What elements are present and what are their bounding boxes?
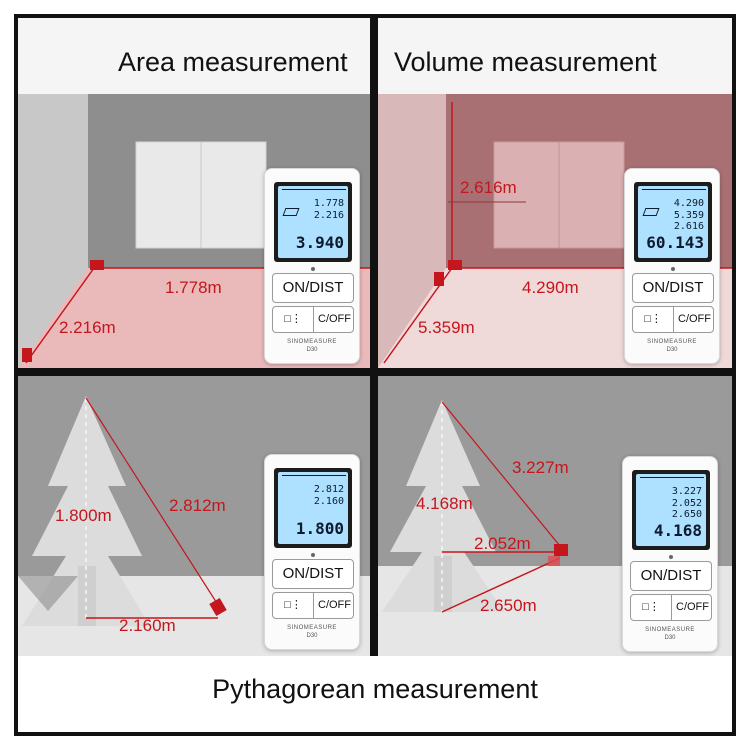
pyth1-display-main: 1.800 (295, 519, 344, 538)
volume-mode-icon: □⋮ (633, 307, 674, 332)
pyth1-display-row2: 2.160 (313, 496, 344, 507)
pyth1-hyp-label: 2.812m (169, 496, 226, 515)
pyth2-c-off-button: C/OFF (676, 601, 709, 613)
volume-shape-icon (642, 208, 660, 216)
volume-display-row2: 5.359 (673, 210, 704, 221)
pyth2-device-model: D30 (664, 635, 676, 641)
area-display-main: 3.940 (295, 233, 344, 252)
pyth2-display-main: 4.168 (653, 521, 702, 540)
pyth2-device: 3.227 2.052 2.650 4.168 ON/DIST □⋮ C/OFF… (622, 456, 718, 652)
area-device-model: D30 (306, 347, 318, 353)
volume-title-band (378, 18, 732, 94)
pyth2-lower-label: 2.650m (480, 596, 537, 615)
volume-width-label: 5.359m (418, 318, 475, 337)
area-mode-icon: □⋮ (273, 307, 314, 332)
area-title: Area measurement (118, 47, 348, 77)
volume-device-screen: 4.290 5.359 2.616 60.143 (634, 182, 712, 262)
pyth2-mid-label: 2.052m (474, 534, 531, 553)
volume-display-main: 60.143 (646, 233, 704, 252)
area-on-dist-button: ON/DIST (272, 273, 354, 303)
volume-device-brand: SINOMEASURE (647, 339, 697, 345)
area-width-label: 2.216m (59, 318, 116, 337)
area-title-band (18, 18, 370, 94)
volume-on-dist-button: ON/DIST (632, 273, 714, 303)
volume-height-label: 2.616m (460, 178, 517, 197)
pyth2-button-pair: □⋮ C/OFF (630, 594, 712, 621)
pyth1-device-brand: SINOMEASURE (287, 625, 337, 631)
area-device-brand: SINOMEASURE (287, 339, 337, 345)
pyth1-device-screen: 2.812 2.160 1.800 (274, 468, 352, 548)
pythagorean-panel-1: 1.800m 2.812m 2.160m 2.812 2.160 1.800 O… (18, 376, 370, 656)
pyth2-display-row3: 2.650 (671, 509, 702, 520)
pyth2-display-row2: 2.052 (671, 498, 702, 509)
volume-device: 4.290 5.359 2.616 60.143 ON/DIST □⋮ C/OF… (624, 168, 720, 364)
pyth1-device-model: D30 (306, 633, 318, 639)
pyth1-display-row1: 2.812 (313, 484, 344, 495)
pyth1-mode-icon: □⋮ (273, 593, 314, 618)
pyth2-on-dist-button: ON/DIST (630, 561, 712, 591)
volume-panel: Volume measurement 2.616m 4.290m 5.359m … (378, 18, 732, 368)
pyth2-display-row1: 3.227 (671, 486, 702, 497)
area-display-row1: 1.778 (313, 198, 344, 209)
pyth1-device: 2.812 2.160 1.800 ON/DIST □⋮ C/OFF SINOM… (264, 454, 360, 650)
pyth1-on-dist-button: ON/DIST (272, 559, 354, 589)
volume-c-off-button: C/OFF (678, 313, 711, 325)
pyth1-height-label: 1.800m (55, 506, 112, 525)
pyth1-base-label: 2.160m (119, 616, 176, 635)
area-shape-icon (282, 208, 300, 216)
volume-display-row3: 2.616 (673, 221, 704, 232)
pyth2-upper-label: 3.227m (512, 458, 569, 477)
pyth2-height-label: 4.168m (416, 494, 473, 513)
area-length-label: 1.778m (165, 278, 222, 297)
pyth2-device-screen: 3.227 2.052 2.650 4.168 (632, 470, 710, 550)
pyth1-c-off-button: C/OFF (318, 599, 351, 611)
area-button-pair: □⋮ C/OFF (272, 306, 354, 333)
area-device: 1.778 2.216 3.940 ON/DIST □⋮ C/OFF SINOM… (264, 168, 360, 364)
area-device-screen: 1.778 2.216 3.940 (274, 182, 352, 262)
volume-length-label: 4.290m (522, 278, 579, 297)
volume-button-pair: □⋮ C/OFF (632, 306, 714, 333)
volume-device-model: D30 (666, 347, 678, 353)
pythagorean-title: Pythagorean measurement (212, 674, 538, 704)
volume-title: Volume measurement (394, 47, 657, 77)
pyth1-button-pair: □⋮ C/OFF (272, 592, 354, 619)
area-c-off-button: C/OFF (318, 313, 351, 325)
pyth2-device-brand: SINOMEASURE (645, 627, 695, 633)
bottom-title-band: Pythagorean measurement (18, 656, 732, 732)
area-display-row2: 2.216 (313, 210, 344, 221)
volume-display-row1: 4.290 (673, 198, 704, 209)
pyth2-mode-icon: □⋮ (631, 595, 672, 620)
pythagorean-panel-2: 3.227m 4.168m 2.052m 2.650m 3.227 2.052 … (378, 376, 732, 656)
area-panel: Area measurement 1.778m 2.216m 1.778 2.2… (18, 18, 370, 368)
